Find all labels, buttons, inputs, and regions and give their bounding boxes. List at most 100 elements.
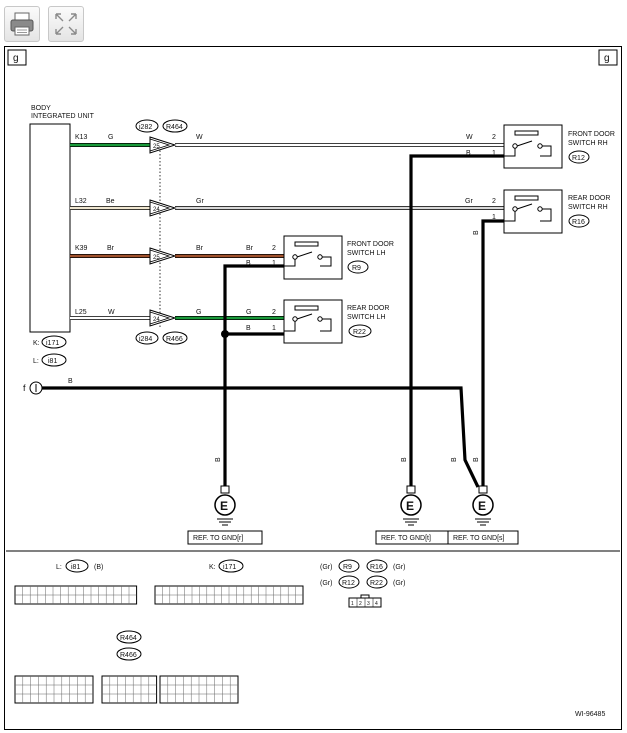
connector-switch-4pin: 1 2 3 4 [348,594,382,608]
joint-bot-b-badge [162,331,188,345]
ref-gnd-r[interactable]: REF. TO GND[r] [187,530,263,545]
wire-l25-term-pin: 2 [272,309,276,316]
wire-l25-left-color: W [108,309,115,316]
ref-gnd-t-text[interactable]: REF. TO GND[t] [381,535,431,542]
legend-r16: R16 [370,564,383,571]
pin-2: 2 [359,601,362,607]
gnd-s-b2-vert: B [473,457,480,462]
wire-k13-term-pin: 2 [492,134,496,141]
expand-button[interactable] [48,6,84,42]
ref-gnd-t[interactable]: REF. TO GND[t] [375,530,449,545]
connector-i171 [154,585,304,605]
front-rh-b-label: B [466,150,471,157]
gnd-t-b-vert: B [401,457,408,462]
marker-g-right: g [598,49,618,66]
legend-l-color: (B) [94,564,103,571]
joint-bot-b: R466 [166,336,183,343]
marker-g-right-text: g [604,53,610,64]
bcm-k-conn-badge [41,335,67,349]
front-lh-conn: R9 [352,265,361,272]
ref-gnd-s[interactable]: REF. TO GND[s] [447,530,519,545]
bcm-l-label: L: [33,358,39,365]
legend-l-prefix: L: [56,564,62,571]
print-button[interactable] [4,6,40,42]
wire-l32-right-color: Gr [196,198,204,205]
wire-k13-pin: K13 [75,134,88,141]
pin-1: 1 [351,601,354,607]
rear-lh-b-label: B [246,325,251,332]
front-door-switch-lh: FRONT DOOR SWITCH LH R9 [283,235,394,280]
printer-icon [10,12,34,36]
wire-k39-term-color: Br [246,245,254,252]
pin-4: 4 [375,601,378,607]
gnd-s-b1-vert: B [451,457,458,462]
front-rh-conn: R12 [572,155,585,162]
legend-r12: R12 [342,580,355,587]
rear-rh-line2: SWITCH RH [568,204,608,211]
ground-r-e: E [220,499,228,513]
bcm-l-conn: i81 [48,358,57,365]
connector-i81 [14,585,138,605]
splice-point [221,330,229,338]
legend-l-badge [65,559,89,573]
joint-top-b: R464 [166,124,183,131]
legend-gr-1: (Gr) [320,564,332,571]
legend-k-conn: i171 [223,564,236,571]
bcm-title-line1: BODY [31,105,51,112]
figure-id: WI-96485 [575,711,605,718]
front-door-switch-rh: FRONT DOOR SWITCH RH R12 [503,124,615,169]
front-lh-line2: SWITCH LH [347,250,386,257]
wire-l32-left-color: Be [106,198,115,205]
ref-gnd-r-text[interactable]: REF. TO GND[r] [193,535,243,542]
legend-l-conn: i81 [71,564,80,571]
wire-l25-term-color: G [246,309,251,316]
ref-gnd-s-text[interactable]: REF. TO GND[s] [453,535,505,542]
ground-symbol-r: E [214,485,236,526]
wire-l25: L25 W 24 G G 2 [70,309,284,327]
front-lh-line1: FRONT DOOR [347,241,394,248]
bcm-k-label: K: [33,340,40,347]
page-border [4,46,622,730]
marker-g-left: g [7,49,27,66]
joint-top-a: i282 [139,124,152,131]
wire-l32: L32 Be 24 Gr Gr 2 [70,198,504,217]
bcm-title-line2: INTEGRATED UNIT [31,113,95,120]
joint-top-b-badge [162,119,188,133]
wire-l32-term-pin: 2 [492,198,496,205]
wire-k39-right-color: Br [196,245,204,252]
wire-k39-pin: K39 [75,245,88,252]
f-line-b-label: B [68,378,73,385]
joint-bot-a: i284 [139,336,152,343]
wire-l32-term-color: Gr [465,198,473,205]
legend-r9: R9 [343,564,352,571]
connector-r464 [14,675,239,704]
rear-door-switch-lh: REAR DOOR SWITCH LH R22 [283,299,389,344]
wire-l25-pin: L25 [75,309,87,316]
wire-k39-pin-no: 25 [153,255,160,261]
wire-k39-left-color: Br [107,245,115,252]
ground-s-e: E [478,499,486,513]
wire-k13-term-color: W [466,134,473,141]
gnd-r-b-vert: B [215,457,222,462]
rear-rh-b-vert: B [473,230,480,235]
legend-r466: R466 [120,652,137,659]
legend-gr-2: (Gr) [393,564,405,571]
ground-symbol-s: E [472,485,494,526]
wire-k13-right-color: W [196,134,203,141]
rear-rh-line1: REAR DOOR [568,195,610,202]
wire-l32-pin: L32 [75,198,87,205]
wire-k13-left-color: G [108,134,113,141]
front-lh-b-label: B [246,260,251,267]
ground-wires [36,154,504,488]
bcm-l-conn-badge [41,353,67,367]
wire-l32-pin-no: 24 [153,207,160,213]
rear-lh-conn: R22 [353,329,366,336]
expand-icon [55,13,77,35]
legend-r464: R464 [120,635,137,642]
rear-door-switch-rh: REAR DOOR SWITCH RH R16 [503,189,610,234]
rear-lh-pin1: 1 [272,325,276,332]
front-rh-pin1: 1 [492,150,496,157]
legend-r22: R22 [370,580,383,587]
marker-g-left-text: g [13,53,19,64]
